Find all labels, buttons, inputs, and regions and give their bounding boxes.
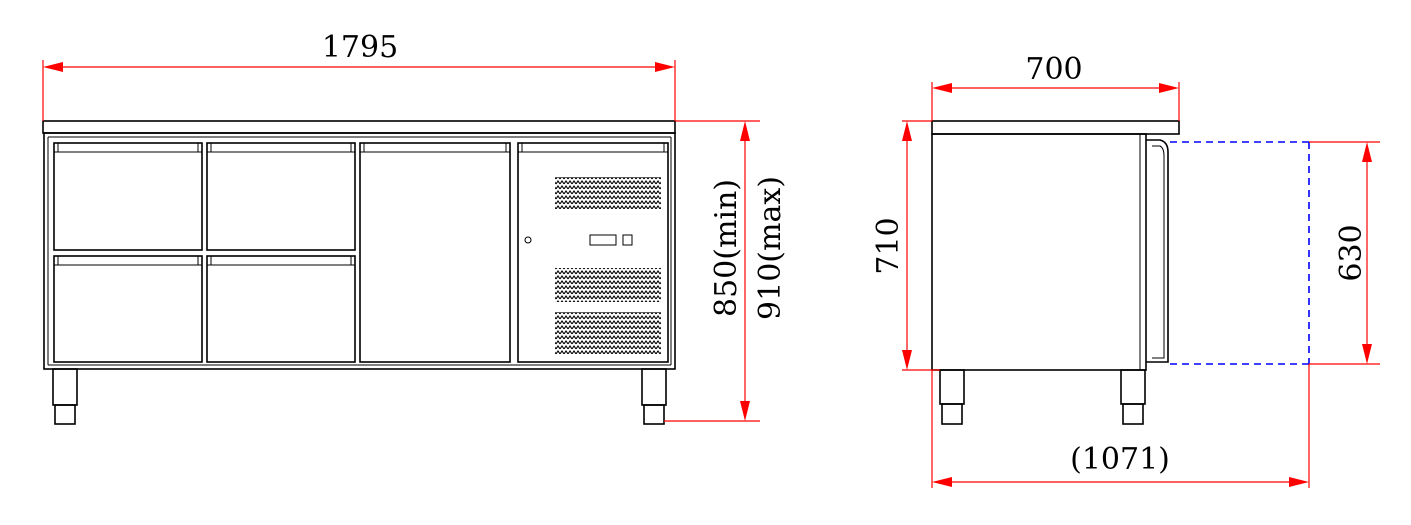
depth-label: 700 [1025, 52, 1082, 87]
height-max-label: 910(max) [753, 176, 788, 320]
dimension-width: 1795 [42, 30, 676, 121]
power-switch-icon [622, 234, 633, 246]
leg-side-left [939, 369, 965, 425]
dimension-open-depth: (1071) [931, 364, 1310, 488]
door-height-label: 630 [1334, 224, 1369, 281]
width-label: 1795 [322, 30, 398, 65]
open-depth-label: (1071) [1070, 442, 1170, 477]
vent-grille-upper [555, 177, 661, 209]
control-display [589, 234, 617, 246]
front-view: 1795 850(min) 910(max) [42, 30, 788, 425]
leg-left [52, 368, 78, 425]
door-profile [1146, 139, 1169, 363]
dimension-door-height: 630 [1309, 141, 1380, 365]
leg-side-right [1120, 369, 1146, 425]
drawer-top-middle [206, 142, 356, 251]
vent-grille-middle [555, 268, 661, 302]
door-front [359, 142, 511, 363]
worktop-side [931, 120, 1180, 135]
lock-icon [524, 236, 532, 244]
drawer-bottom-middle [206, 255, 356, 363]
height-min-label: 850(min) [709, 179, 744, 317]
drawer-bottom-left [53, 255, 203, 363]
side-height-label: 710 [871, 217, 906, 274]
door-swing-clearance [1170, 141, 1310, 365]
vent-grille-lower [555, 312, 661, 354]
cabinet-body [43, 132, 676, 370]
compressor-panel [517, 142, 669, 363]
dimension-height-front: 850(min) 910(max) [664, 120, 788, 422]
dimension-height-side: 710 [871, 120, 940, 371]
dimension-depth: 700 [931, 52, 1180, 121]
worktop [42, 120, 676, 134]
cabinet-side [931, 133, 1147, 371]
side-view: 700 710 630 (1071) [871, 52, 1380, 488]
drawer-top-left [53, 142, 203, 251]
leg-right [641, 368, 667, 425]
